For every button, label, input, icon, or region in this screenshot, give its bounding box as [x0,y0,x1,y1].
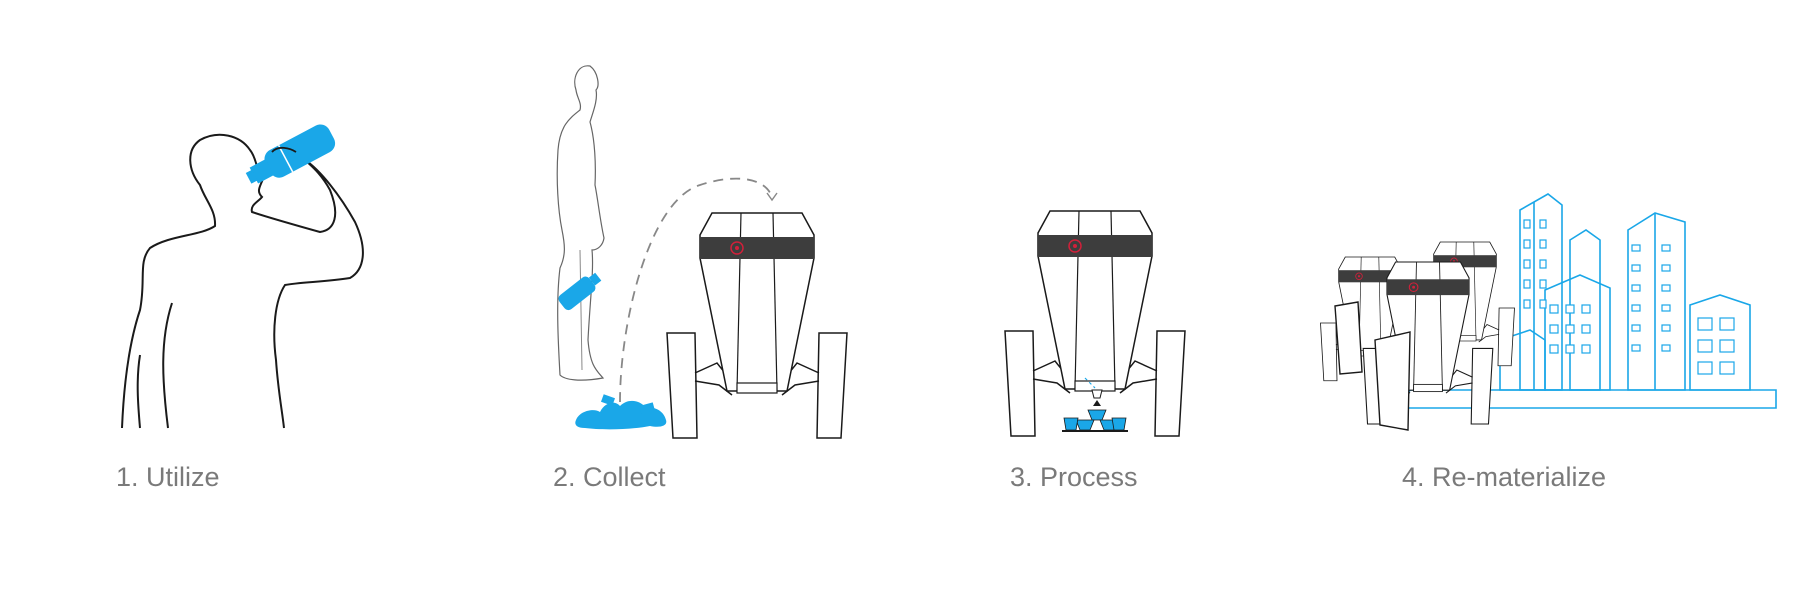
step-label-process: 3. Process [1010,462,1138,492]
robot-processing-icon [1004,210,1186,437]
step-label-rematerialize: 4. Re-materialize [1402,462,1607,492]
step-label-collect: 2. Collect [553,462,666,492]
person-drinking-icon [121,124,364,429]
step-label-utilize: 1. Utilize [116,462,220,492]
robot-collecting-bottle-icon [556,65,848,439]
robots-city-icon [1320,193,1777,431]
